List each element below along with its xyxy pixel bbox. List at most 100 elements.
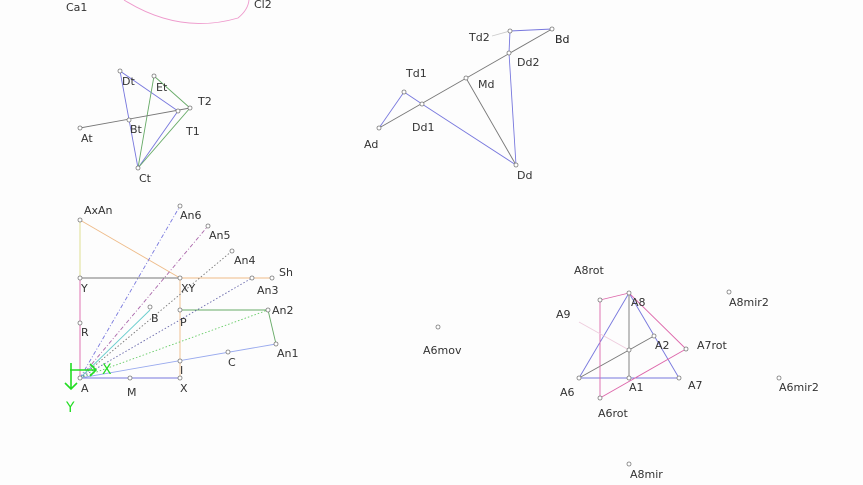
label-ad: Ad — [364, 138, 378, 151]
point-dd1[interactable] — [419, 101, 425, 107]
point-sh[interactable] — [269, 275, 275, 281]
label-an1: An1 — [277, 347, 299, 360]
label-a6mir2: A6mir2 — [779, 381, 819, 394]
point-an2[interactable] — [265, 307, 271, 313]
label-td1: Td1 — [405, 67, 427, 80]
point-i[interactable] — [177, 358, 183, 364]
point-an6[interactable] — [177, 203, 183, 209]
point-x[interactable] — [177, 375, 183, 381]
point-m[interactable] — [127, 375, 133, 381]
label-bd: Bd — [555, 33, 570, 46]
point-bt[interactable] — [126, 117, 132, 123]
point-a7[interactable] — [676, 375, 682, 381]
label-a6: A6 — [560, 386, 575, 399]
label-p: P — [180, 316, 187, 329]
label-a: A — [81, 382, 89, 395]
label-r: R — [81, 326, 89, 339]
point-xy[interactable] — [177, 275, 183, 281]
point-t1[interactable] — [175, 108, 181, 114]
point-a6rot[interactable] — [597, 395, 603, 401]
label-x: X — [180, 382, 188, 395]
point-et[interactable] — [151, 73, 157, 79]
point-md[interactable] — [463, 75, 469, 81]
x-axis-label: X — [102, 362, 112, 378]
label-a2: A2 — [655, 339, 670, 352]
points[interactable] — [77, 26, 782, 467]
point-bd[interactable] — [549, 26, 555, 32]
point-td1[interactable] — [401, 89, 407, 95]
point-a2[interactable] — [651, 333, 657, 339]
label-at: At — [81, 132, 93, 145]
label-sh: Sh — [279, 266, 293, 279]
label-a8: A8 — [631, 296, 646, 309]
point-c[interactable] — [225, 349, 231, 355]
label-a1: A1 — [629, 381, 644, 394]
point-a1[interactable] — [626, 375, 632, 381]
point-a[interactable] — [77, 375, 83, 381]
point-ad[interactable] — [376, 125, 382, 131]
label-et: Et — [156, 81, 168, 94]
point-dt[interactable] — [117, 68, 123, 74]
arc-ca1-cl2 — [123, 0, 250, 25]
point-a9-end[interactable] — [626, 347, 632, 353]
point-r[interactable] — [77, 320, 83, 326]
label-an3: An3 — [257, 284, 279, 297]
point-an4[interactable] — [229, 248, 235, 254]
axes — [64, 363, 98, 391]
label-a7: A7 — [688, 379, 703, 392]
construction-lines — [79, 0, 687, 399]
label-a8mir2: A8mir2 — [729, 296, 769, 309]
label-cl2: Cl2 — [254, 0, 272, 11]
label-a8rot: A8rot — [574, 264, 605, 277]
point-labels: Ca1 Cl2 Dt Et T2 T1 At Bt Ct Td2 Bd Dd2 … — [66, 0, 819, 481]
point-b[interactable] — [147, 304, 153, 310]
point-at[interactable] — [77, 125, 83, 131]
label-dd1: Dd1 — [412, 121, 434, 134]
label-c: C — [228, 356, 236, 369]
label-dt: Dt — [122, 75, 135, 88]
label-td2: Td2 — [468, 31, 490, 44]
point-a6[interactable] — [576, 375, 582, 381]
label-xy: XY — [181, 282, 196, 295]
point-axan[interactable] — [77, 217, 83, 223]
point-a8[interactable] — [626, 290, 632, 296]
point-dd[interactable] — [513, 162, 519, 168]
point-an1[interactable] — [273, 341, 279, 347]
label-a7rot: A7rot — [697, 339, 728, 352]
point-a8mir2[interactable] — [726, 289, 732, 295]
point-a7rot[interactable] — [683, 346, 689, 352]
point-a6mir2[interactable] — [776, 375, 782, 381]
point-a8rot[interactable] — [597, 297, 603, 303]
label-m: M — [127, 386, 137, 399]
label-a6mov: A6mov — [423, 344, 462, 357]
label-b: B — [151, 312, 159, 325]
point-t2[interactable] — [187, 105, 193, 111]
point-an5[interactable] — [205, 223, 211, 229]
label-bt: Bt — [130, 123, 143, 136]
label-dd2: Dd2 — [517, 56, 539, 69]
label-md: Md — [478, 78, 494, 91]
point-a8mir[interactable] — [626, 461, 632, 467]
label-a9: A9 — [556, 308, 571, 321]
point-ct[interactable] — [135, 165, 141, 171]
point-y[interactable] — [77, 275, 83, 281]
label-dd: Dd — [517, 169, 532, 182]
label-y: Y — [80, 282, 88, 295]
point-a6mov[interactable] — [435, 324, 441, 330]
label-ct: Ct — [139, 172, 152, 185]
label-i: I — [180, 364, 183, 377]
label-t2: T2 — [197, 95, 212, 108]
point-td2-end[interactable] — [507, 28, 513, 34]
label-a6rot: A6rot — [598, 407, 629, 420]
point-an3[interactable] — [249, 275, 255, 281]
point-p[interactable] — [177, 307, 183, 313]
label-an4: An4 — [234, 254, 256, 267]
label-an2: An2 — [272, 304, 294, 317]
label-ca1: Ca1 — [66, 1, 87, 14]
y-axis-label: Y — [65, 400, 75, 416]
label-an5: An5 — [209, 229, 231, 242]
label-an6: An6 — [180, 209, 202, 222]
label-t1: T1 — [185, 125, 200, 138]
point-dd2[interactable] — [506, 50, 512, 56]
